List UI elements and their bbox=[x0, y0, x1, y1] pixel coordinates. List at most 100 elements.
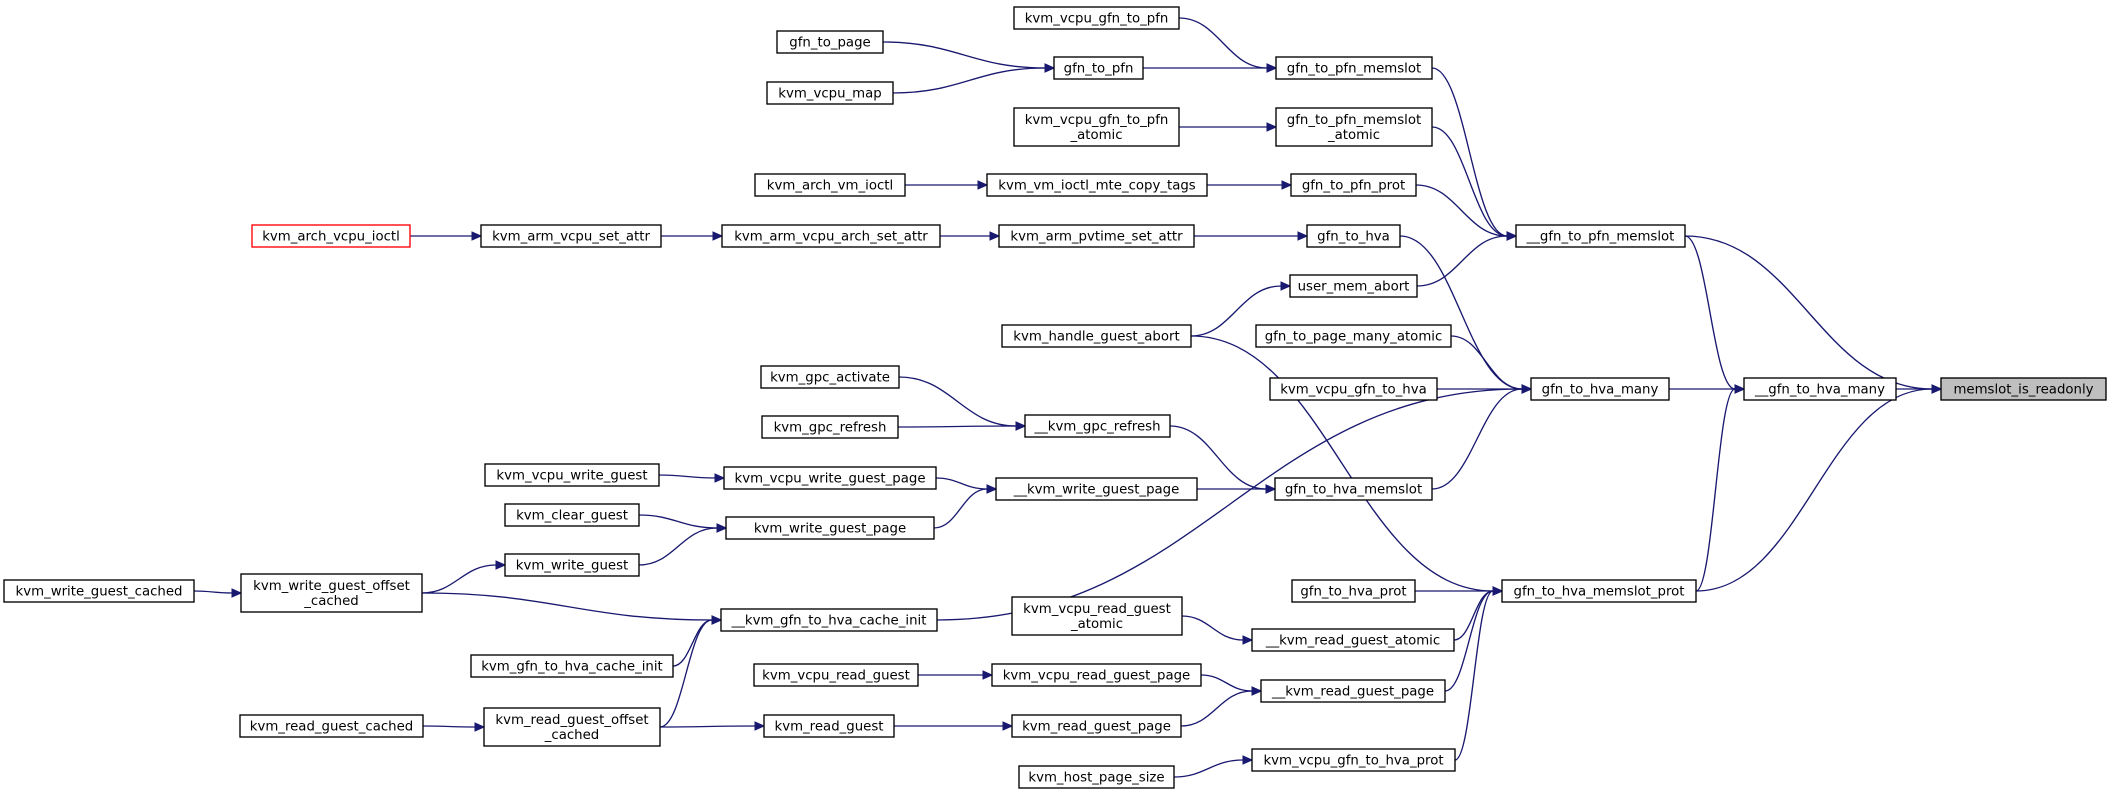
edge-n18-to-n17 bbox=[940, 231, 1001, 241]
edge-line bbox=[1416, 235, 1508, 287]
function-node-kvm-clear-guest[interactable]: kvm_clear_guest bbox=[504, 503, 640, 527]
node-label: __kvm_gfn_to_hva_cache_init bbox=[731, 614, 927, 629]
node-label: __kvm_read_guest_atomic bbox=[1265, 634, 1440, 649]
function-node-gfn-to-pfn-memslot-atomic[interactable]: gfn_to_pfn_memslot_atomic bbox=[1275, 107, 1433, 147]
edge-line bbox=[638, 514, 718, 529]
node-box bbox=[754, 173, 906, 197]
function-node-gfn-to-hva-many[interactable]: gfn_to_hva_many bbox=[1530, 377, 1670, 401]
function-node-kvm-write-guest[interactable]: kvm_write_guest bbox=[504, 553, 640, 577]
function-node-kvm-arch-vcpu-ioctl[interactable]: kvm_arch_vcpu_ioctl bbox=[251, 224, 411, 248]
node-label: kvm_read_guest bbox=[775, 720, 884, 735]
node-label: kvm_vcpu_read_guest bbox=[762, 669, 910, 684]
edge-line bbox=[422, 725, 476, 728]
edge-n8-to-n3 bbox=[1399, 235, 1533, 394]
function-node-kvm-arch-vm-ioctl[interactable]: kvm_arch_vm_ioctl bbox=[754, 173, 906, 197]
node-label: kvm_host_page_size bbox=[1028, 771, 1164, 786]
function-node-kvm-vcpu-read-guest-page[interactable]: kvm_vcpu_read_guest_page bbox=[991, 663, 1202, 687]
node-label: kvm_read_guest_offset bbox=[495, 713, 648, 728]
function-node-kvm-vcpu-write-guest-page[interactable]: kvm_vcpu_write_guest_page bbox=[723, 466, 937, 490]
function-node-kvm-handle-guest-abort[interactable]: kvm_handle_guest_abort bbox=[1001, 324, 1192, 348]
edge-line bbox=[658, 474, 716, 479]
nodes-layer: memslot_is_readonly __gfn_to_hva_many __gf… bbox=[3, 6, 2107, 789]
function-node-kvm-gfn-to-hva-cache-init[interactable]: kvm_gfn_to_hva_cache_init bbox=[470, 654, 674, 678]
function-node-user-mem-abort[interactable]: user_mem_abort bbox=[1289, 274, 1418, 298]
node-label: gfn_to_pfn_prot bbox=[1302, 179, 1405, 194]
function-node-kvm-vcpu-read-guest[interactable]: kvm_vcpu_read_guest bbox=[753, 663, 919, 687]
function-node-kvm-read-guest-cached[interactable]: kvm_read_guest_cached bbox=[239, 714, 424, 738]
edge-arrowhead bbox=[1251, 686, 1263, 696]
node-label: gfn_to_pfn_memslot bbox=[1287, 113, 1421, 128]
function-node-gfn-to-hva-memslot-prot[interactable]: gfn_to_hva_memslot_prot bbox=[1501, 579, 1697, 603]
node-box bbox=[1306, 224, 1401, 248]
function-node-kvm-write-guest-offset-cached[interactable]: kvm_write_guest_offset_cached bbox=[240, 573, 423, 613]
function-node-kvm-read-guest-page[interactable]: kvm_read_guest_page bbox=[1011, 714, 1182, 738]
function-node-kvm-arm-vcpu-arch-set-attr[interactable]: kvm_arm_vcpu_arch_set_attr bbox=[721, 224, 941, 248]
function-node-kvm-vcpu-map[interactable]: kvm_vcpu_map bbox=[766, 81, 894, 105]
function-node-kvm-arm-vcpu-set-attr[interactable]: kvm_arm_vcpu_set_attr bbox=[480, 224, 662, 248]
function-node-kvm-vcpu-read-guest-atomic[interactable]: kvm_vcpu_read_guest_atomic bbox=[1011, 596, 1183, 636]
edge-arrowhead bbox=[989, 231, 1001, 241]
function-node-kvm-read-guest-page[interactable]: __kvm_read_guest_page bbox=[1260, 679, 1446, 703]
edge-arrowhead bbox=[986, 484, 998, 494]
node-box bbox=[1743, 377, 1897, 401]
edge-line bbox=[1180, 690, 1253, 727]
function-node-kvm-write-guest-page[interactable]: kvm_write_guest_page bbox=[725, 516, 935, 540]
function-node-kvm-arm-pvtime-set-attr[interactable]: kvm_arm_pvtime_set_attr bbox=[998, 224, 1195, 248]
function-node-kvm-write-guest-page[interactable]: __kvm_write_guest_page bbox=[995, 477, 1198, 501]
edge-line bbox=[935, 477, 988, 490]
function-node-kvm-vcpu-gfn-to-pfn-atomic[interactable]: kvm_vcpu_gfn_to_pfn_atomic bbox=[1013, 107, 1180, 147]
function-node-kvm-vcpu-gfn-to-hva[interactable]: kvm_vcpu_gfn_to_hva bbox=[1269, 377, 1438, 401]
function-node-kvm-host-page-size[interactable]: kvm_host_page_size bbox=[1018, 765, 1175, 789]
function-node-kvm-read-guest-offset-cached[interactable]: kvm_read_guest_offset_cached bbox=[483, 707, 661, 747]
function-node-gfn-to-pfn-memslot[interactable]: __gfn_to_pfn_memslot bbox=[1515, 224, 1686, 248]
edge-arrowhead bbox=[716, 523, 728, 533]
edge-arrowhead bbox=[1044, 63, 1056, 73]
node-box bbox=[1053, 56, 1144, 80]
function-node-gfn-to-page-many-atomic[interactable]: gfn_to_page_many_atomic bbox=[1255, 324, 1452, 348]
function-node-gfn-to-pfn[interactable]: gfn_to_pfn bbox=[1053, 56, 1144, 80]
function-node-kvm-vcpu-gfn-to-pfn[interactable]: kvm_vcpu_gfn_to_pfn bbox=[1013, 6, 1180, 30]
edge-line bbox=[1399, 235, 1523, 390]
edge-n5-to-n2 bbox=[1431, 67, 1518, 241]
function-node-kvm-gpc-refresh[interactable]: kvm_gpc_refresh bbox=[761, 415, 899, 439]
function-node-kvm-write-guest-cached[interactable]: kvm_write_guest_cached bbox=[3, 579, 195, 603]
function-node-kvm-gpc-activate[interactable]: kvm_gpc_activate bbox=[760, 365, 900, 389]
function-node-kvm-gpc-refresh[interactable]: __kvm_gpc_refresh bbox=[1024, 414, 1171, 438]
edge-arrowhead bbox=[714, 473, 726, 483]
function-node-memslot-is-readonly[interactable]: memslot_is_readonly bbox=[1940, 377, 2107, 401]
function-node-kvm-vcpu-write-guest[interactable]: kvm_vcpu_write_guest bbox=[484, 463, 660, 487]
node-label: __kvm_write_guest_page bbox=[1013, 483, 1180, 498]
function-node-gfn-to-hva-many[interactable]: __gfn_to_hva_many bbox=[1743, 377, 1897, 401]
node-label: __gfn_to_hva_many bbox=[1754, 383, 1885, 398]
function-node-kvm-read-guest[interactable]: kvm_read_guest bbox=[763, 714, 895, 738]
node-label: kvm_vcpu_read_guest bbox=[1023, 602, 1171, 617]
node-box bbox=[1275, 107, 1433, 147]
node-label: gfn_to_pfn bbox=[1064, 62, 1134, 77]
edge-n34-to-n36 bbox=[421, 592, 723, 625]
function-node-kvm-gfn-to-hva-cache-init[interactable]: __kvm_gfn_to_hva_cache_init bbox=[720, 608, 938, 632]
edge-line bbox=[1190, 335, 1494, 592]
edge-line bbox=[1178, 17, 1268, 69]
function-node-gfn-to-pfn-memslot[interactable]: gfn_to_pfn_memslot bbox=[1275, 56, 1433, 80]
function-node-kvm-read-guest-atomic[interactable]: __kvm_read_guest_atomic bbox=[1251, 628, 1455, 652]
node-label: kvm_arm_vcpu_set_attr bbox=[492, 230, 650, 245]
node-label: kvm_arch_vm_ioctl bbox=[767, 179, 893, 194]
node-label: __gfn_to_pfn_memslot bbox=[1526, 230, 1675, 245]
function-node-gfn-to-hva[interactable]: gfn_to_hva bbox=[1306, 224, 1401, 248]
node-label: kvm_write_guest_page bbox=[754, 522, 906, 537]
function-node-kvm-vm-ioctl-mte-copy-tags[interactable]: kvm_vm_ioctl_mte_copy_tags bbox=[986, 173, 1208, 197]
function-node-kvm-vcpu-gfn-to-hva-prot[interactable]: kvm_vcpu_gfn_to_hva_prot bbox=[1251, 748, 1456, 772]
node-label: kvm_handle_guest_abort bbox=[1013, 330, 1179, 345]
edge-n19-to-n18 bbox=[661, 231, 724, 241]
edge-arrowhead bbox=[1265, 484, 1277, 494]
edge-line bbox=[1415, 184, 1508, 237]
function-node-gfn-to-hva-prot[interactable]: gfn_to_hva_prot bbox=[1291, 579, 1416, 603]
function-node-gfn-to-page[interactable]: gfn_to_page bbox=[776, 30, 884, 54]
edge-n2-to-n1 bbox=[1684, 235, 1746, 394]
edge-n16-to-n15 bbox=[904, 180, 989, 190]
function-node-gfn-to-pfn-prot[interactable]: gfn_to_pfn_prot bbox=[1290, 173, 1417, 197]
edge-n24-to-n3 bbox=[1431, 384, 1533, 490]
function-node-gfn-to-hva-memslot[interactable]: gfn_to_hva_memslot bbox=[1274, 477, 1433, 501]
edge-arrowhead bbox=[1281, 180, 1293, 190]
